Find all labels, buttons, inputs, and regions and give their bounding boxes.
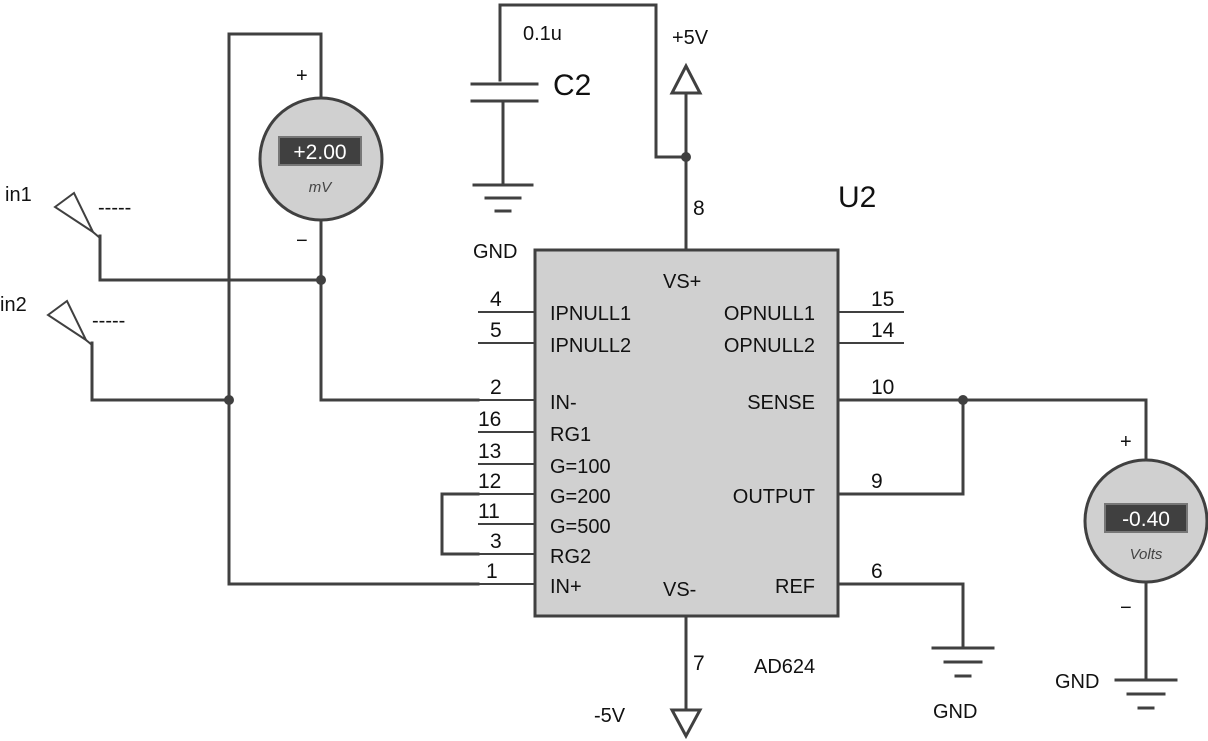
input-meter-unit: mV bbox=[309, 179, 333, 196]
capacitor-value: 0.1u bbox=[523, 23, 562, 45]
pin-left-number: 2 bbox=[490, 376, 502, 399]
input-meter-minus-label: − bbox=[296, 230, 308, 252]
pin-left-name: IPNULL2 bbox=[550, 335, 631, 357]
pin-left-number: 13 bbox=[478, 440, 501, 463]
ref-ground-wire bbox=[836, 582, 965, 650]
pin-left-name: G=100 bbox=[550, 456, 611, 478]
pin-bottom-name: VS- bbox=[663, 579, 696, 601]
input-value: ----- bbox=[98, 197, 131, 219]
input-value: ----- bbox=[92, 310, 125, 332]
input-voltmeter: +2.00 mV bbox=[258, 96, 384, 222]
positive-supply-icon bbox=[669, 62, 703, 250]
pin-left-name: RG2 bbox=[550, 546, 591, 568]
pin-right-name: OPNULL1 bbox=[724, 303, 815, 325]
pin-bottom-number: 7 bbox=[693, 652, 705, 675]
negative-supply-label: -5V bbox=[594, 705, 626, 727]
pin-right-number: 15 bbox=[871, 288, 894, 311]
pin-top-name: VS+ bbox=[663, 271, 701, 293]
input-source-icon bbox=[46, 299, 93, 346]
pin-left-name: IN+ bbox=[550, 576, 582, 598]
output-meter-reading: -0.40 bbox=[1122, 508, 1170, 531]
positive-supply-label: +5V bbox=[672, 27, 709, 49]
pin-left-number: 3 bbox=[490, 530, 502, 553]
pin-top-number: 8 bbox=[693, 197, 705, 220]
ref-ground-label: GND bbox=[933, 701, 977, 723]
output-ground-icon bbox=[1114, 678, 1178, 710]
input-label: in1 bbox=[5, 184, 32, 206]
capacitor-ground-label: GND bbox=[473, 241, 517, 263]
output-meter-unit: Volts bbox=[1130, 546, 1163, 563]
output-meter-plus-label: + bbox=[1120, 431, 1132, 453]
input-source-icon bbox=[53, 191, 101, 239]
output-voltmeter: -0.40 Volts bbox=[1083, 458, 1208, 584]
gain-jumper-wire bbox=[440, 492, 480, 556]
pin-right-number: 14 bbox=[871, 319, 895, 342]
pin-left-name: IPNULL1 bbox=[550, 303, 631, 325]
pin-right-number: 10 bbox=[871, 376, 894, 399]
pin-left-name: RG1 bbox=[550, 424, 591, 446]
meter-input-plus-wire bbox=[227, 32, 323, 100]
pin-right-name: OUTPUT bbox=[733, 486, 815, 508]
capacitor-ground-icon bbox=[472, 183, 534, 213]
pin-left-number: 1 bbox=[486, 560, 498, 583]
output-meter-minus-label: − bbox=[1120, 597, 1132, 619]
chip-part-number: AD624 bbox=[754, 656, 815, 678]
input-meter-reading: +2.00 bbox=[293, 141, 346, 164]
pin-left-name: G=200 bbox=[550, 486, 611, 508]
pin-right-name: OPNULL2 bbox=[724, 335, 815, 357]
pin-right-number: 9 bbox=[871, 470, 883, 493]
pin-left-number: 4 bbox=[490, 288, 502, 311]
pin-left-name: IN- bbox=[550, 392, 577, 414]
pin-right-name: SENSE bbox=[747, 392, 815, 414]
pin-right-number: 6 bbox=[871, 560, 883, 583]
chip-ref: U2 bbox=[838, 181, 876, 214]
pin-left-number: 5 bbox=[490, 319, 502, 342]
pin-left-name: G=500 bbox=[550, 516, 611, 538]
negative-supply-icon bbox=[669, 708, 703, 740]
input-meter-plus-label: + bbox=[296, 65, 308, 87]
capacitor-ref: C2 bbox=[553, 69, 591, 102]
pin-left-number: 11 bbox=[478, 500, 500, 523]
ref-ground-icon bbox=[931, 646, 995, 678]
pin-left-number: 16 bbox=[478, 408, 501, 431]
pin-right-name: REF bbox=[775, 576, 815, 598]
capacitor-c2: 0.1u C2 bbox=[470, 3, 688, 185]
input-label: in2 bbox=[0, 294, 27, 316]
output-ground-label: GND bbox=[1055, 671, 1099, 693]
pin-left-number: 12 bbox=[478, 470, 501, 493]
